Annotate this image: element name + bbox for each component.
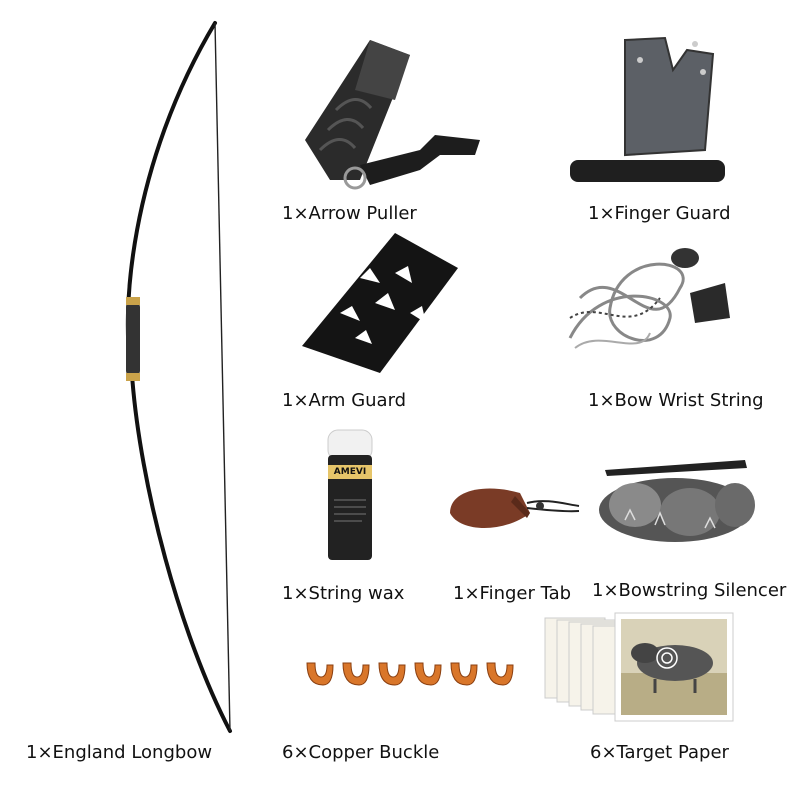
- bow-wrist-string-label: 1×Bow Wrist String: [588, 390, 764, 411]
- target-paper-label: 6×Target Paper: [590, 742, 729, 763]
- longbow-image: [90, 15, 250, 735]
- finger-tab-image: [445, 478, 585, 538]
- arrow-puller-image: [300, 30, 490, 195]
- wax-bottle-label-text: AMEVI: [333, 467, 367, 477]
- string-wax-label: 1×String wax: [282, 583, 405, 604]
- copper-buckle-label: 6×Copper Buckle: [282, 742, 440, 763]
- finger-tab-label: 1×Finger Tab: [453, 583, 572, 604]
- bowstring-silencer-image: [595, 450, 760, 550]
- bowstring-silencer-label: 1×Bowstring Silencer: [592, 580, 787, 601]
- finger-guard-label: 1×Finger Guard: [588, 203, 731, 224]
- finger-guard-image: [565, 30, 735, 190]
- target-paper-image: [544, 612, 735, 723]
- copper-buckles-image: [303, 655, 523, 695]
- arm-guard-image: [300, 228, 460, 378]
- arrow-puller-label: 1×Arrow Puller: [282, 203, 417, 224]
- arm-guard-label: 1×Arm Guard: [282, 390, 407, 411]
- longbow-label: 1×England Longbow: [26, 742, 213, 763]
- bow-wrist-string-image: [560, 238, 740, 378]
- string-wax-image: AMEVI: [320, 425, 380, 565]
